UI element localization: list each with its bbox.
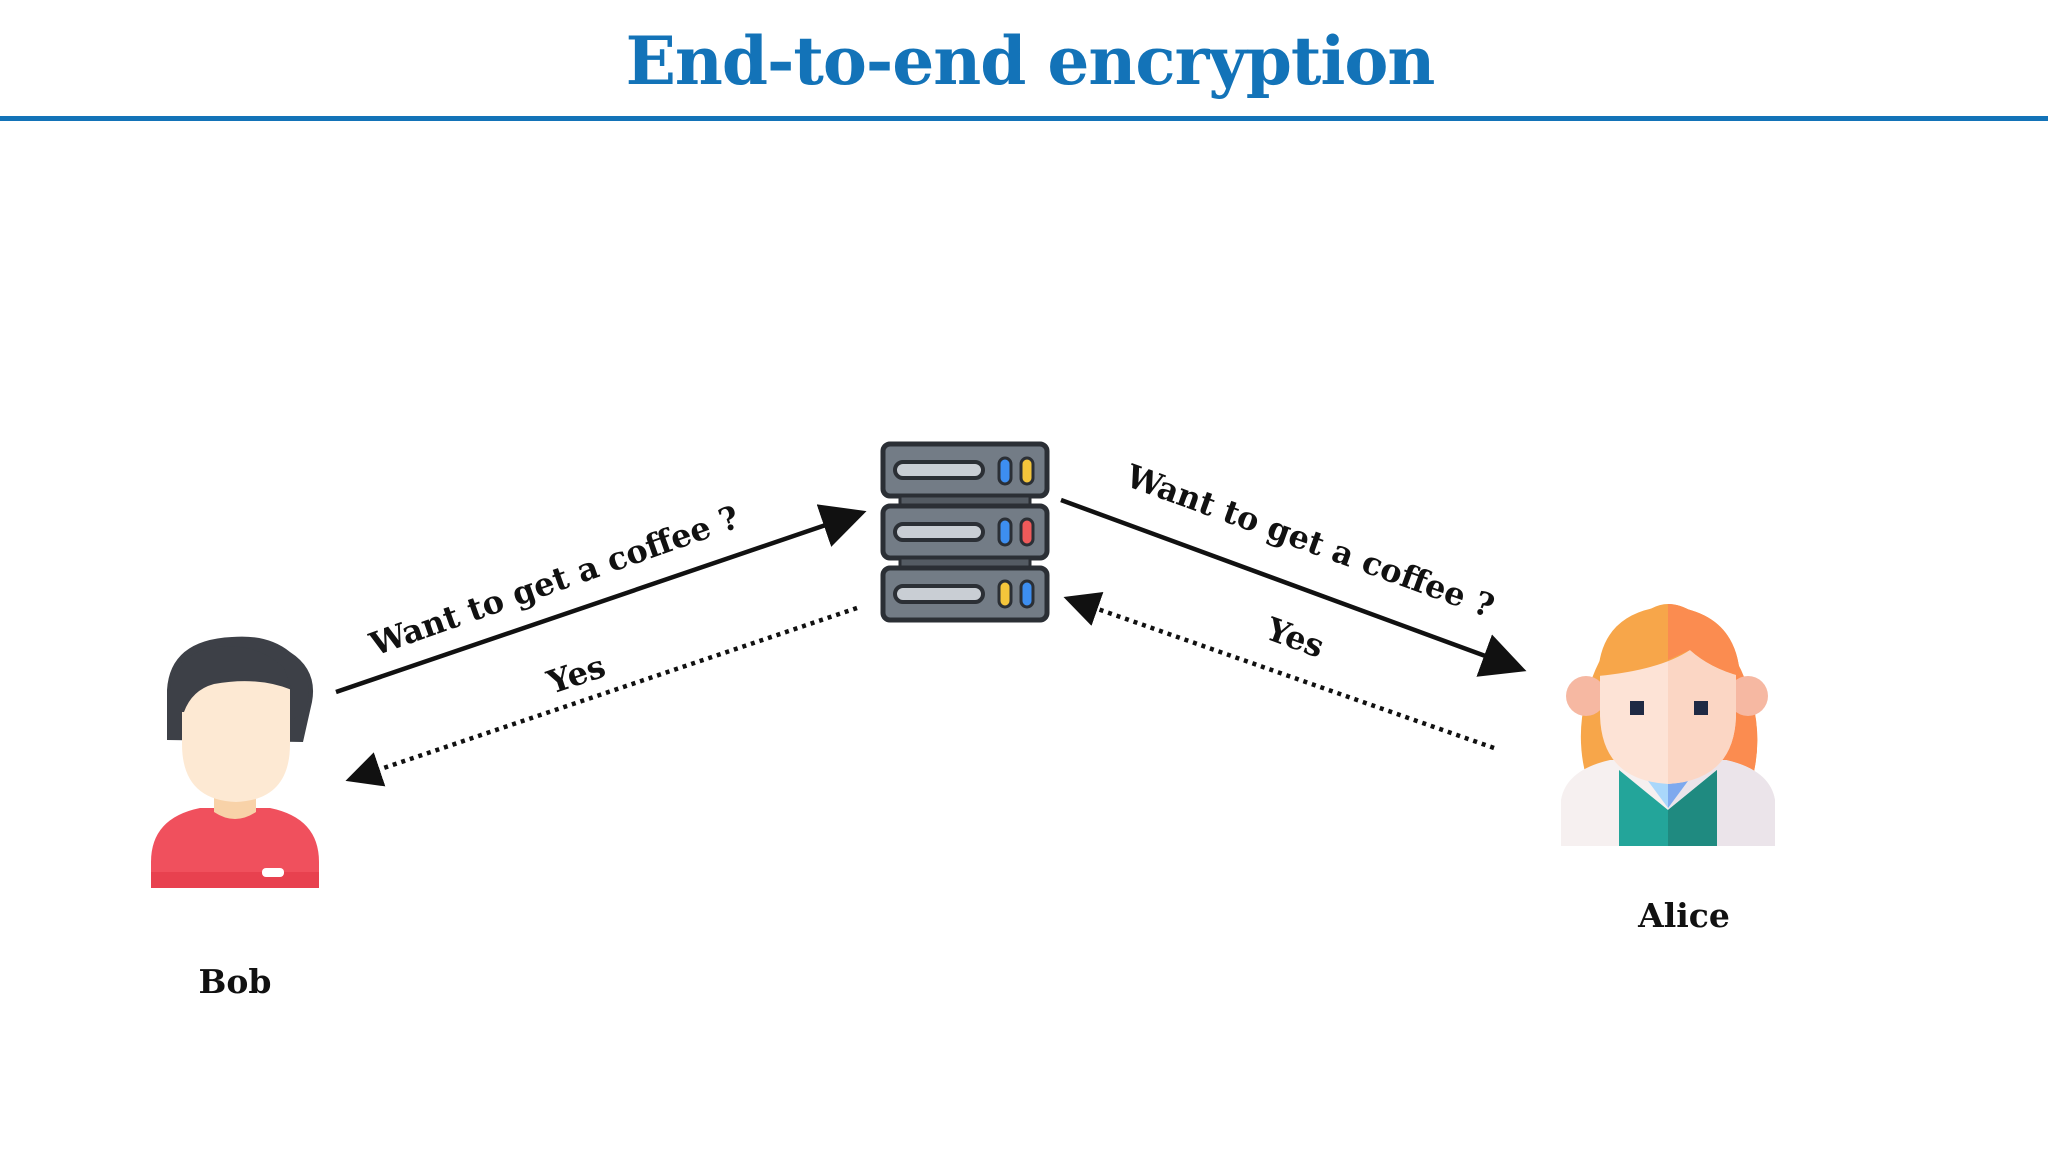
arrow-alice-to-server bbox=[1063, 591, 1495, 751]
server-rack-icon bbox=[880, 441, 1050, 623]
receiver-name-label: Alice bbox=[1638, 896, 1730, 935]
arrow-server-to-bob bbox=[345, 605, 858, 787]
page-title: End-to-end encryption bbox=[625, 22, 1436, 100]
woman-avatar-icon bbox=[1561, 604, 1775, 846]
arrow-server-to-alice bbox=[1060, 497, 1527, 677]
message-alice-to-server: Yes bbox=[1260, 609, 1329, 665]
sender-name-label: Bob bbox=[198, 962, 272, 1001]
title-divider bbox=[0, 116, 2048, 121]
message-bob-to-server: Want to get a coffee ? bbox=[364, 498, 744, 664]
arrow-bob-to-server bbox=[335, 504, 867, 695]
man-avatar-icon bbox=[151, 636, 319, 888]
